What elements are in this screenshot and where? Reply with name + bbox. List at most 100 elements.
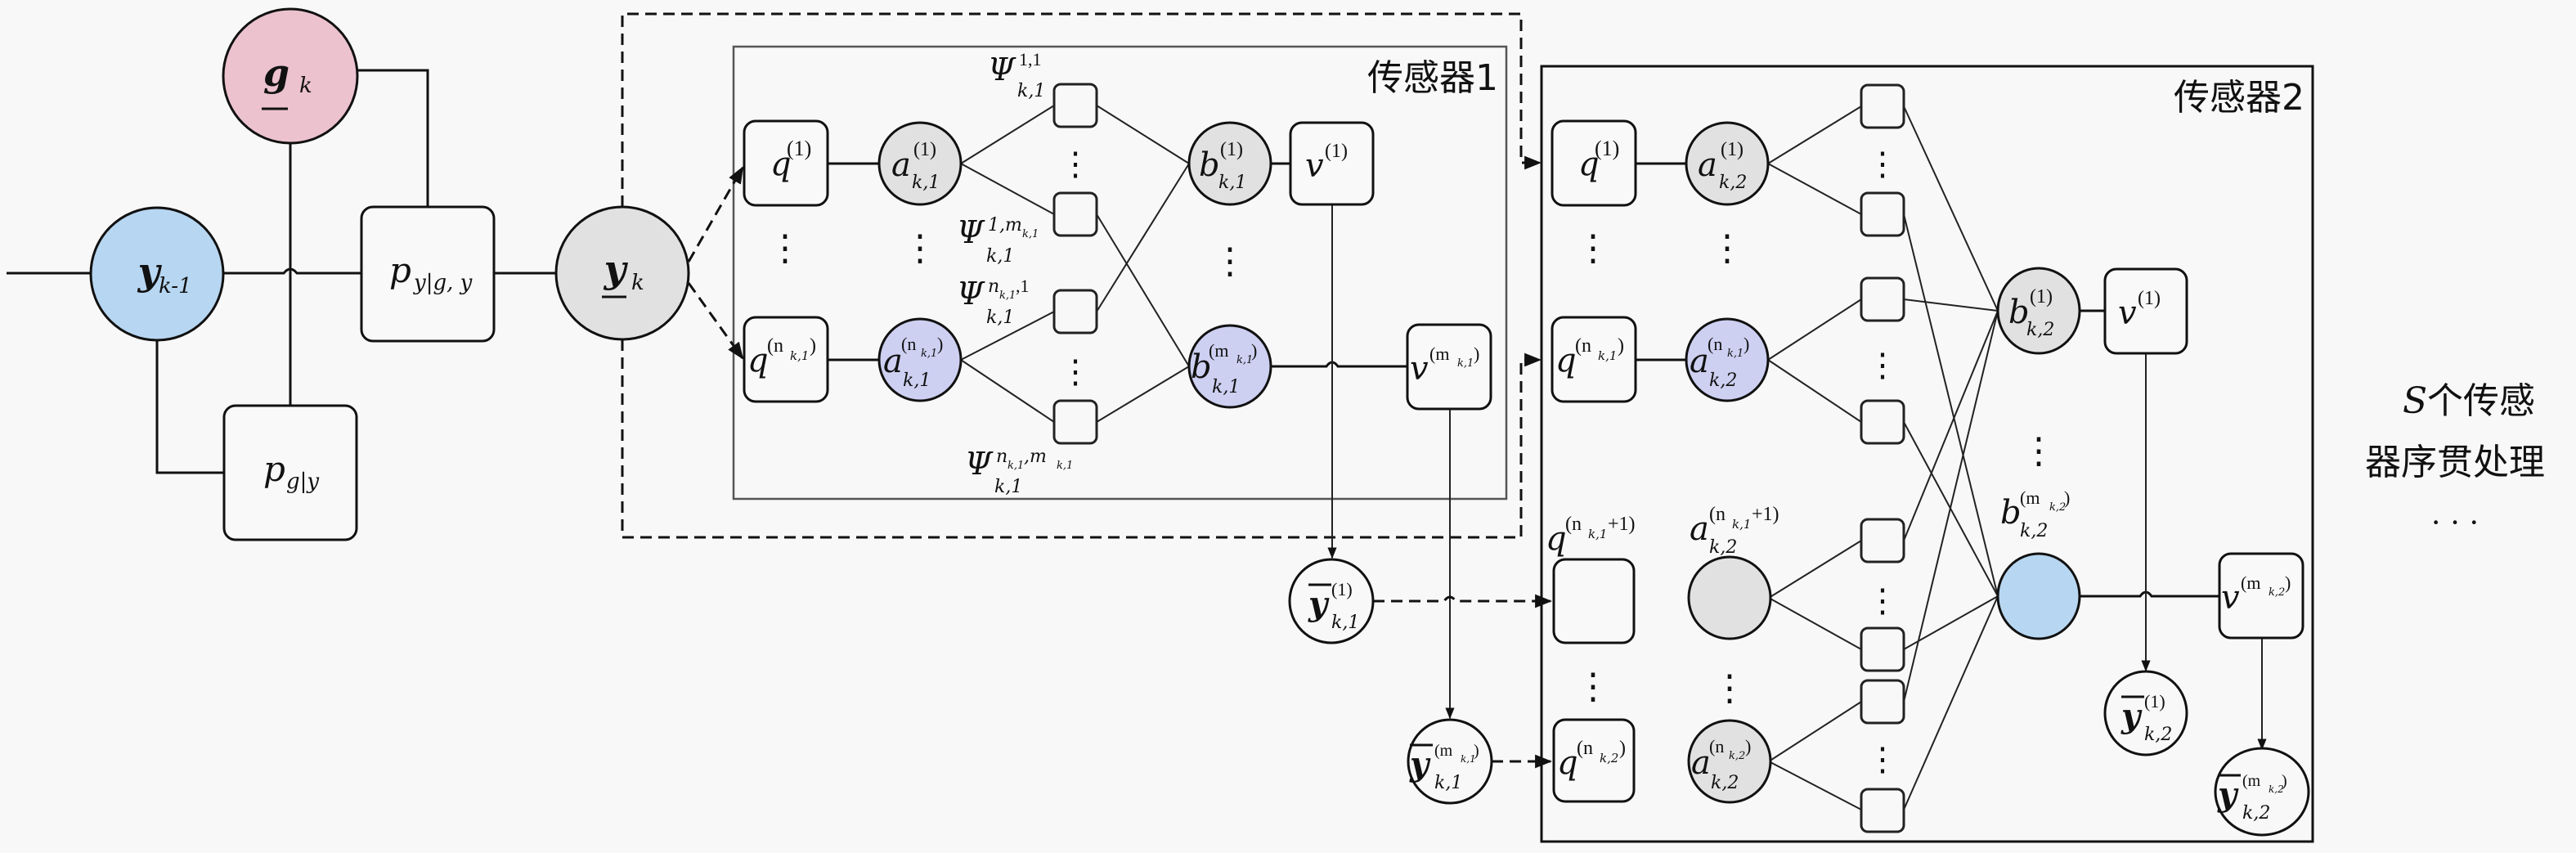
- factor-node: [2103, 267, 2188, 355]
- psi-factor: [1860, 83, 1905, 129]
- s1-b-first: b (1) k,1: [1187, 121, 1272, 206]
- math-label: v: [2221, 579, 2240, 617]
- math-label: ⋮: [1059, 353, 1092, 390]
- math-label: (m: [1429, 343, 1449, 364]
- math-label: ): [1251, 340, 1257, 361]
- math-label: k,1: [1588, 527, 1607, 541]
- psi-factor: [1052, 83, 1098, 128]
- math-label: k,1: [1008, 460, 1024, 472]
- math-label: k,1: [1434, 773, 1462, 793]
- variable-node: [1687, 555, 1772, 640]
- s2-q-ellipsis-1: ⋮: [1575, 228, 1611, 268]
- math-label: y: [137, 249, 163, 294]
- math-label: k,2: [1709, 537, 1737, 558]
- factor-node: [360, 205, 496, 343]
- edge: [960, 359, 1055, 423]
- dashed-yk-to-sensor2-q1: [621, 12, 1542, 207]
- edge: [1767, 299, 1862, 361]
- math-label: ): [1619, 738, 1626, 759]
- s1-psi-label-3: Ψ n k,1 ,1 k,1: [957, 276, 1030, 328]
- variable-node: [1685, 317, 1770, 402]
- variable-node: [877, 317, 963, 402]
- sensor2-label: 传感器2: [2174, 77, 2304, 119]
- math-label: Ψ: [957, 276, 985, 312]
- s2-a-first: a (1) k,2: [1685, 121, 1770, 206]
- math-label: (m: [2242, 772, 2261, 790]
- edge: [1903, 595, 1999, 650]
- math-label: q: [1557, 744, 1578, 782]
- dashed-yk-to-sensor2-qn: [621, 339, 1542, 539]
- left-wires: [7, 69, 556, 474]
- math-label: (1): [1331, 579, 1353, 599]
- math-label: ): [1474, 742, 1479, 760]
- factor-node: [2218, 552, 2304, 640]
- edge: [1768, 701, 1862, 762]
- s2-psi-factors: ⋮ ⋮ ⋮ ⋮: [1860, 83, 1905, 833]
- edge: [1768, 597, 1862, 650]
- edge: [1768, 540, 1862, 599]
- factor-node: [1552, 718, 1636, 803]
- factor-node: [743, 316, 829, 403]
- math-label: ): [810, 335, 816, 357]
- math-label: n: [988, 276, 999, 297]
- variable-node: [89, 206, 225, 342]
- math-label: (m: [1434, 742, 1453, 760]
- edge: [960, 311, 1055, 361]
- math-label: a: [1698, 146, 1717, 184]
- s2-a-ellipsis-2: ⋮: [1712, 668, 1748, 708]
- math-label: k,2: [2026, 320, 2054, 340]
- math-label: k,1: [986, 246, 1014, 267]
- sensor1-label: 传感器1: [1367, 57, 1498, 99]
- math-label: ): [937, 334, 943, 354]
- math-label: ): [2064, 487, 2070, 508]
- s1-ybar-last: y (m k,1 ) k,1: [1407, 718, 1493, 805]
- math-label: a: [891, 146, 911, 184]
- sensor2-wires: [1636, 106, 2267, 810]
- psi-factor: [1052, 191, 1098, 237]
- math-label: v: [1305, 147, 1324, 185]
- dashed-yk-to-qn: [687, 282, 744, 360]
- math-label: (n: [1577, 738, 1593, 759]
- math-label: k: [299, 74, 312, 98]
- math-label: a: [1690, 343, 1709, 380]
- math-label: ): [1745, 736, 1751, 756]
- math-label: ): [1744, 334, 1749, 354]
- math-label: k,1: [1022, 228, 1039, 240]
- math-label: v: [2118, 294, 2137, 332]
- s1-psi-label-1: Ψ 1,1 k,1: [988, 49, 1045, 101]
- edge: [1767, 359, 1862, 423]
- edge: [1903, 595, 1999, 810]
- math-label: (1): [1325, 141, 1348, 162]
- math-label: k,1: [1017, 81, 1045, 101]
- math-label: Ψ: [957, 214, 985, 250]
- s2-q-last: q (n k,2 ): [1552, 718, 1636, 803]
- psi-factor: [1860, 788, 1905, 833]
- math-label: (n: [767, 335, 783, 357]
- variable-node: [2103, 670, 2188, 756]
- math-label: (1): [1721, 139, 1744, 160]
- math-label: k,1: [921, 348, 937, 360]
- math-label: k,1: [1331, 613, 1359, 633]
- math-label: k,2: [2269, 783, 2284, 795]
- psi-factor: [1860, 399, 1905, 445]
- variable-node: [1687, 719, 1772, 804]
- side-note-line1: 个传感: [2427, 380, 2535, 422]
- math-label: k,1: [1236, 354, 1253, 366]
- math-label: (1): [2030, 286, 2053, 308]
- math-label: k,2: [2144, 725, 2172, 745]
- factor-node: [743, 119, 829, 207]
- math-label: Ψ: [988, 52, 1016, 88]
- factor-node: [1552, 558, 1636, 644]
- math-label: y: [604, 247, 629, 291]
- math-label: b: [2008, 294, 2030, 331]
- s1-ybar-first: y (1) k,1: [1288, 558, 1375, 644]
- variable-node: [554, 205, 690, 341]
- s1-psi-factors: ⋮ ⋮: [1052, 83, 1098, 445]
- s2-ybar-last: y (m k,2 ) k,2: [2214, 747, 2310, 837]
- math-label: k,2: [1709, 370, 1737, 391]
- edge: [1903, 106, 1999, 312]
- math-label: q: [1555, 342, 1577, 379]
- math-label: k,1: [1727, 348, 1744, 360]
- math-label: (n: [1565, 514, 1582, 535]
- math-label: k,1: [1461, 753, 1476, 765]
